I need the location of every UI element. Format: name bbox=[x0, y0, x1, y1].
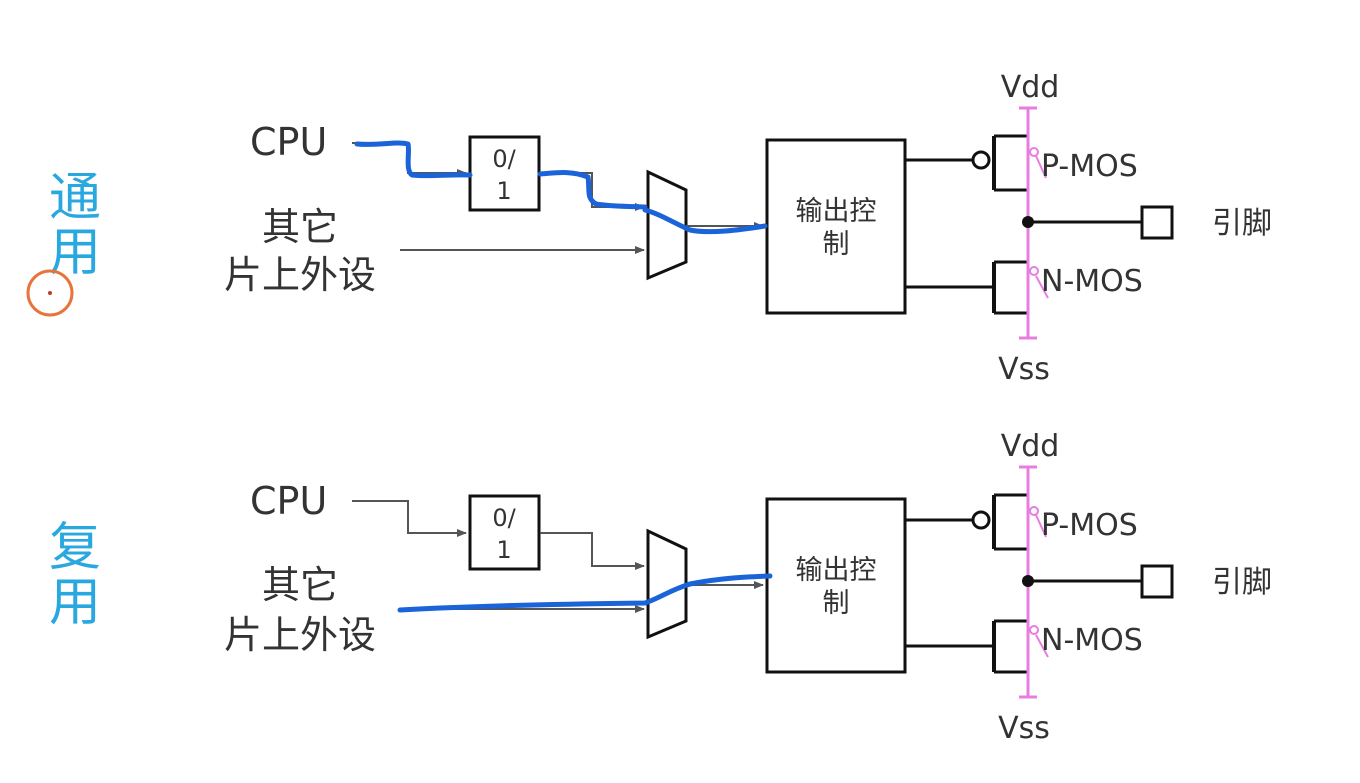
vss-label: Vss bbox=[998, 711, 1050, 746]
cpu-wire bbox=[352, 500, 467, 537]
other-label-2: 片上外设 bbox=[224, 253, 376, 297]
latch-label-1: 0/ bbox=[492, 145, 516, 173]
panel-general-purpose: 通 用 CPU 其它 片上外设 0/ 1 输出控 制 bbox=[26, 70, 1272, 387]
pin-box bbox=[1140, 564, 1174, 599]
pmos-transistor bbox=[992, 493, 1028, 551]
other-label-2: 片上外设 bbox=[224, 613, 376, 657]
other-label-1: 其它 bbox=[262, 563, 338, 607]
output-control-box bbox=[765, 138, 907, 315]
pmos-label: P-MOS bbox=[1041, 149, 1138, 184]
nmos-label: N-MOS bbox=[1041, 264, 1143, 299]
pmos-gate-bubble bbox=[971, 150, 991, 170]
output-control-box bbox=[765, 497, 907, 674]
mode-label-top: 通 bbox=[49, 168, 101, 228]
pin-label: 引脚 bbox=[1212, 565, 1272, 600]
pin-box bbox=[1140, 205, 1174, 240]
cpu-label: CPU bbox=[250, 120, 327, 164]
panel-alternate-function: 复 用 CPU 其它 片上外设 0/ 1 输出控 制 bbox=[49, 429, 1272, 746]
multiplexer bbox=[646, 528, 688, 640]
latch-box bbox=[468, 494, 541, 571]
nmos-transistor bbox=[992, 260, 1028, 315]
vdd-label: Vdd bbox=[1001, 70, 1060, 105]
pmos-label: P-MOS bbox=[1041, 508, 1138, 543]
cursor-indicator bbox=[26, 269, 74, 317]
multiplexer bbox=[646, 169, 688, 281]
nmos-label: N-MOS bbox=[1041, 623, 1143, 658]
latch-label-2: 1 bbox=[496, 177, 511, 205]
other-label-1: 其它 bbox=[262, 205, 338, 249]
mode-label-bottom: 用 bbox=[49, 223, 101, 283]
nmos-transistor bbox=[992, 619, 1028, 674]
pmos-gate-bubble bbox=[971, 510, 991, 530]
latch-label-1: 0/ bbox=[492, 504, 516, 532]
mode-label-bottom: 用 bbox=[49, 573, 101, 633]
cpu-label: CPU bbox=[250, 479, 327, 523]
control-label-2: 制 bbox=[823, 588, 850, 619]
control-label-1: 输出控 bbox=[796, 555, 877, 586]
control-label-1: 输出控 bbox=[796, 196, 877, 227]
signal-path-annotation bbox=[397, 573, 773, 613]
pmos-transistor bbox=[992, 134, 1028, 192]
signal-path-annotation bbox=[354, 140, 768, 235]
mode-label-top: 复 bbox=[49, 518, 101, 578]
cursor-dot bbox=[48, 291, 52, 295]
control-label-2: 制 bbox=[823, 229, 850, 260]
pin-label: 引脚 bbox=[1212, 206, 1272, 241]
latch-label-2: 1 bbox=[496, 536, 511, 564]
vss-label: Vss bbox=[998, 352, 1050, 387]
vdd-label: Vdd bbox=[1001, 429, 1060, 464]
latch-wire bbox=[540, 532, 645, 570]
